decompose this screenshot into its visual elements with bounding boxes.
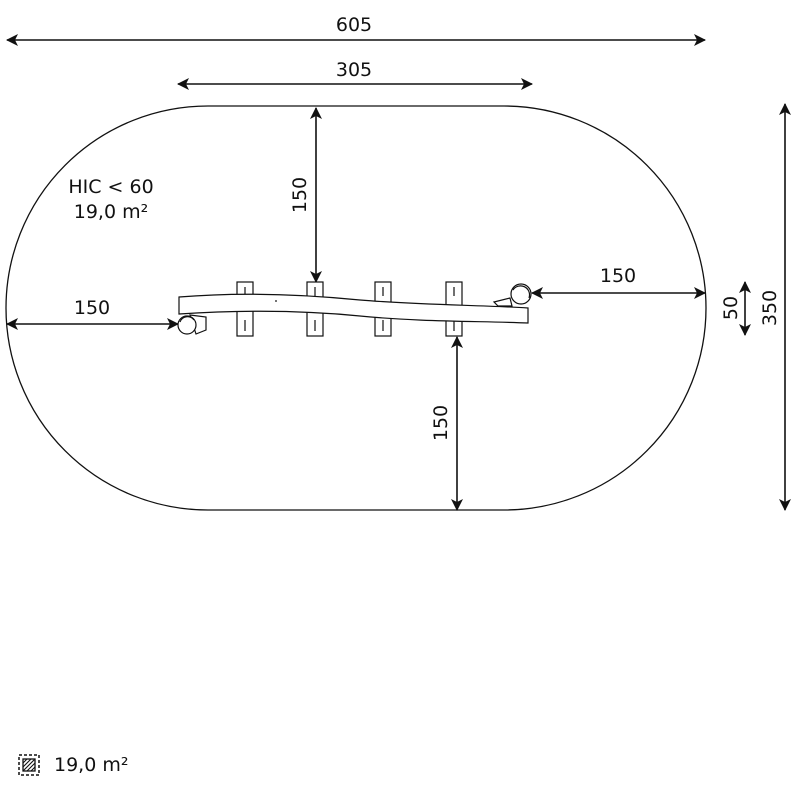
post-right [492,283,532,307]
post-left [177,314,207,335]
hic-label: HIC < 60 [68,176,153,198]
bottom-clearance-label: 150 [430,405,452,441]
area-label: 19,0 m² [74,201,148,223]
left-clearance-label: 150 [74,297,110,319]
safety-zone-outline [5,105,707,511]
legend-text: 19,0 m² [54,754,129,776]
right-clearance-label: 150 [600,265,636,287]
legend: 19,0 m² [18,752,128,778]
beam [178,293,529,324]
hatched-square-icon [18,754,40,776]
equipment-depth-label: 50 [720,296,742,320]
balance-beam-equipment [177,281,532,337]
inner-width-label: 305 [336,59,372,81]
top-clearance-label: 150 [289,177,311,213]
overall-width-label: 605 [336,14,372,36]
overall-depth-label: 350 [759,290,781,326]
